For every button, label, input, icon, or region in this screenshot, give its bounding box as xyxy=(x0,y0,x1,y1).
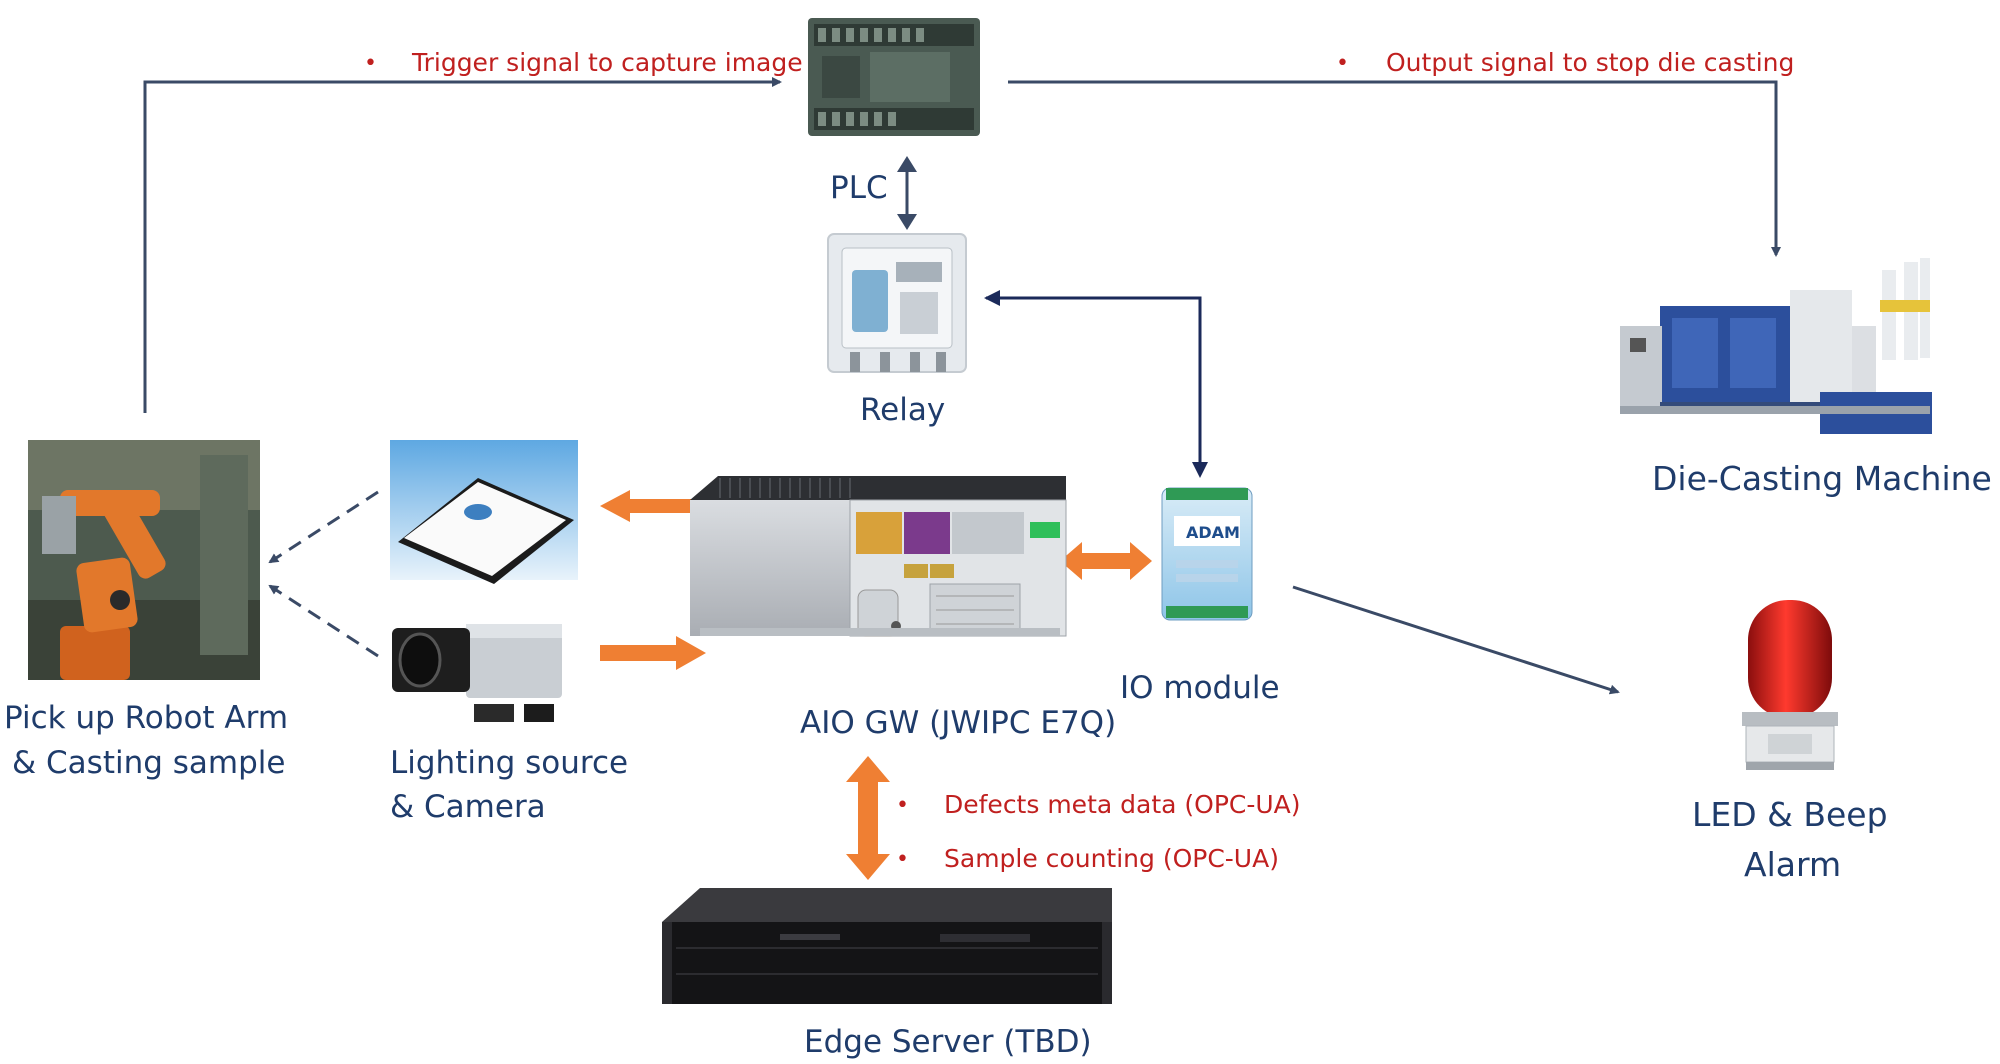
robot-arm-icon xyxy=(28,440,260,680)
edge-server-label: Edge Server (TBD) xyxy=(804,1024,1092,1060)
gw-to-lighting-arrow xyxy=(600,490,706,522)
trigger-bullet: • xyxy=(364,51,377,76)
gw-server-double-arrow xyxy=(846,756,890,880)
output-note: Output signal to stop die casting xyxy=(1386,48,1794,77)
camera-to-gw-arrow xyxy=(600,636,706,670)
lighting-label-line1: Lighting source xyxy=(390,745,628,781)
io-alarm-line xyxy=(1292,585,1620,695)
alarm-label-line2: Alarm xyxy=(1744,845,1841,884)
robot-label-line1: Pick up Robot Arm xyxy=(4,700,288,736)
relay-node: Relay xyxy=(827,233,967,428)
defects-bullet: • xyxy=(896,793,909,818)
output-bullet: • xyxy=(1336,51,1349,76)
relay-io-link xyxy=(984,290,1208,478)
die-casting-label: Die-Casting Machine xyxy=(1652,459,1992,498)
plc-label: PLC xyxy=(830,170,888,206)
defects-note: Defects meta data (OPC-UA) xyxy=(944,790,1301,819)
io-module-brand: ADAM xyxy=(1186,523,1240,542)
rack-server-icon xyxy=(662,888,1112,1004)
trigger-note: Trigger signal to capture image xyxy=(411,48,803,77)
lighting-robot-dashed xyxy=(268,490,379,564)
aio-gw-node: AIO GW (JWIPC E7Q) xyxy=(690,476,1116,741)
die-casting-machine-icon xyxy=(1620,258,1932,434)
alarm-label-line1: LED & Beep xyxy=(1692,795,1888,834)
aio-gw-label: AIO GW (JWIPC E7Q) xyxy=(800,705,1116,741)
plc-node: PLC xyxy=(808,18,980,206)
light-panel-icon xyxy=(390,440,578,584)
annotations: • Trigger signal to capture image • Outp… xyxy=(364,48,1794,873)
robot-node: Pick up Robot Arm & Casting sample xyxy=(4,440,288,781)
lighting-label-line2: & Camera xyxy=(390,789,546,825)
relay-label: Relay xyxy=(860,392,945,428)
io-module-label: IO module xyxy=(1120,670,1280,706)
plc-icon xyxy=(808,18,980,136)
counting-bullet: • xyxy=(896,847,909,872)
trigger-signal-line xyxy=(143,77,782,413)
counting-note: Sample counting (OPC-UA) xyxy=(944,844,1279,873)
industrial-pc-icon xyxy=(690,476,1067,637)
relay-icon xyxy=(827,233,967,373)
robot-label-line2: & Casting sample xyxy=(12,745,285,781)
camera-robot-dashed xyxy=(268,584,379,658)
lighting-node: Lighting source & Camera xyxy=(386,440,628,825)
alarm-light-icon xyxy=(1742,600,1838,770)
edge-server-node: Edge Server (TBD) xyxy=(662,888,1112,1060)
io-module-node: ADAM IO module xyxy=(1120,487,1280,706)
die-casting-node: Die-Casting Machine xyxy=(1620,258,1992,498)
plc-relay-link xyxy=(897,156,917,230)
connectors xyxy=(143,77,1781,880)
camera-icon xyxy=(386,606,582,730)
gw-io-double-arrow xyxy=(1060,542,1152,580)
alarm-node: LED & Beep Alarm xyxy=(1692,600,1888,884)
output-signal-line xyxy=(1008,80,1781,257)
io-module-icon: ADAM xyxy=(1161,487,1253,621)
